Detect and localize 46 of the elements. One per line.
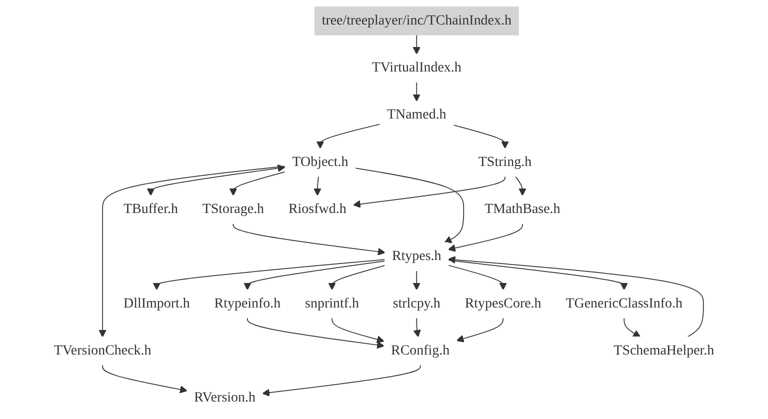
node-text: TObject.h (292, 154, 348, 170)
node-text: TSchemaHelper.h (614, 343, 714, 358)
arrow (448, 223, 523, 252)
arrow (624, 317, 641, 338)
arrow (146, 164, 286, 196)
node-box: tree/treeplayer/inc/TChainIndex.h (314, 6, 519, 36)
arrow (456, 317, 504, 342)
arrow (413, 317, 421, 338)
node-text: TGenericClassInfo.h (566, 296, 682, 311)
node-text: TBuffer.h (123, 202, 178, 216)
arrow (514, 176, 526, 196)
arrow (412, 82, 420, 102)
arrow (412, 34, 420, 54)
node-text: strlcpy.h (392, 296, 440, 311)
arrow (448, 256, 704, 338)
arrow (448, 264, 507, 290)
arrow (332, 317, 384, 344)
node-text: TStorage.h (202, 202, 264, 216)
arrow (316, 124, 380, 149)
arrow (354, 168, 464, 244)
node-text: DllImport.h (123, 296, 190, 311)
node-text: Riosfwd.h (288, 202, 346, 216)
node-text: TVersionCheck.h (54, 343, 152, 358)
node-text: RVersion.h (194, 390, 256, 406)
arrow (244, 260, 386, 290)
arrow (262, 364, 421, 396)
node-text: TVirtualIndex.h (372, 60, 462, 76)
node-text: TString.h (478, 154, 532, 170)
arrow (412, 270, 420, 290)
arrow (328, 265, 386, 290)
arrow (448, 260, 628, 290)
node-text: TMathBase.h (484, 202, 560, 216)
node-text: snprintf.h (305, 296, 359, 311)
arrow (102, 364, 188, 394)
arrow (352, 176, 506, 208)
arrow (247, 317, 384, 349)
arrow (152, 259, 386, 290)
arrow (452, 124, 509, 149)
arrow (229, 171, 286, 196)
arrow (314, 176, 322, 196)
node-text: TNamed.h (386, 107, 446, 122)
node-text: RtypesCore.h (464, 296, 542, 311)
arrow (98, 166, 286, 338)
node-text: Rtypeinfo.h (214, 296, 281, 311)
node-text: RConfig.h (391, 343, 450, 358)
arrow (232, 223, 386, 256)
